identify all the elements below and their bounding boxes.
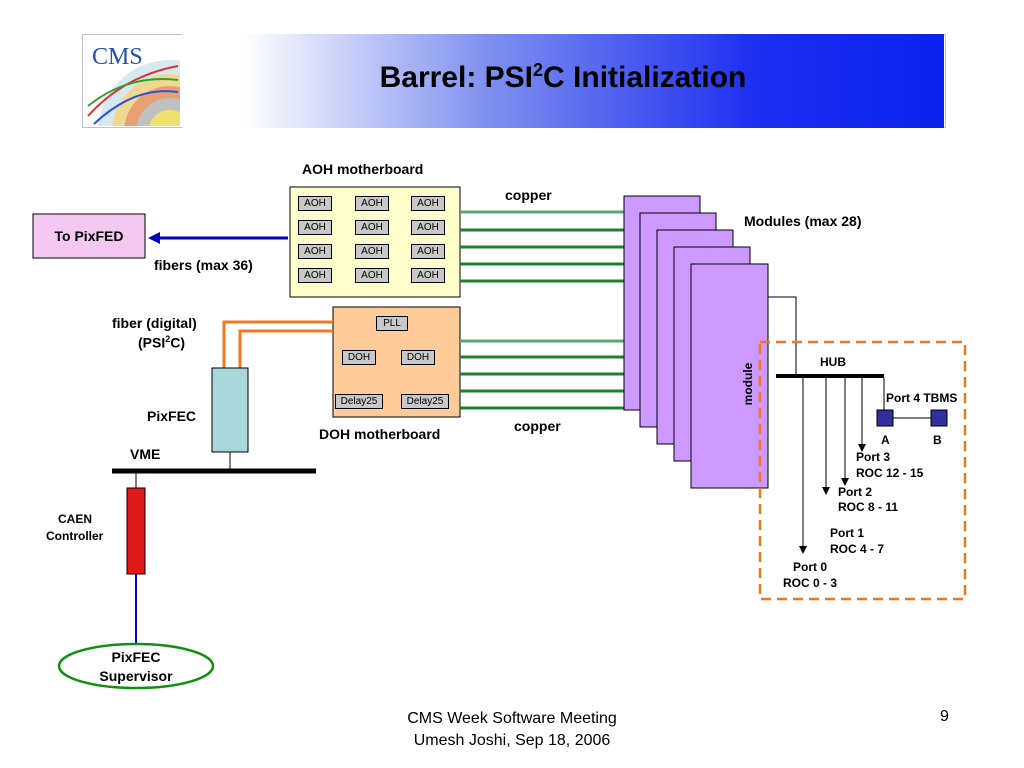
tbm-a xyxy=(876,409,894,427)
delay25-chip: Delay25 xyxy=(401,394,449,409)
port2-roc-label: ROC 8 - 11 xyxy=(838,500,899,514)
doh-chip: DOH xyxy=(401,350,435,365)
aoh-motherboard-label: AOH motherboard xyxy=(302,161,424,177)
title-rest: C Initialization xyxy=(543,61,747,94)
fiber-digital-label: fiber (digital) xyxy=(112,315,197,331)
port-arrowheads xyxy=(799,444,866,554)
title-banner xyxy=(182,34,944,128)
fibers-arrowhead xyxy=(148,232,160,244)
fibers-label: fibers (max 36) xyxy=(154,257,253,273)
supervisor-label-line2: Supervisor xyxy=(99,668,173,684)
aoh-chip: AOH xyxy=(298,244,332,259)
hub-ports xyxy=(802,378,885,546)
tbm-b xyxy=(930,409,948,427)
module-stack xyxy=(623,195,769,489)
aoh-chip: AOH xyxy=(298,196,332,211)
aoh-chip: AOH xyxy=(298,220,332,235)
title-main: Barrel: PSI xyxy=(379,61,534,94)
module-hub-link xyxy=(768,296,797,375)
delay25-chip: Delay25 xyxy=(335,394,383,409)
pixfec-box xyxy=(211,367,249,453)
aoh-chip: AOH xyxy=(355,196,389,211)
psi2c-label-pre: (PSI xyxy=(138,334,166,351)
footer-author-date: Umesh Joshi, Sep 18, 2006 xyxy=(413,732,611,749)
to-pixfed-box xyxy=(32,213,146,259)
port0-label: Port 0 xyxy=(793,560,828,574)
aoh-chip: AOH xyxy=(411,268,445,283)
aoh-chip: AOH xyxy=(355,220,389,235)
title-sup: 2 xyxy=(533,60,544,80)
pll-chip: PLL xyxy=(376,316,408,331)
hub-box xyxy=(758,340,967,601)
port4-label: Port 4 TBMS xyxy=(886,391,958,405)
module-label: module xyxy=(741,362,755,406)
port1-label: Port 1 xyxy=(830,526,865,540)
caen-box xyxy=(126,487,146,575)
caen-label-line2: Controller xyxy=(46,529,104,543)
doh-chip: DOH xyxy=(342,350,376,365)
modules-label: Modules (max 28) xyxy=(744,213,862,229)
pixfec-label: PixFEC xyxy=(147,408,197,424)
hub-label: HUB xyxy=(820,355,846,369)
aoh-chip: AOH xyxy=(355,244,389,259)
aoh-chip: AOH xyxy=(355,268,389,283)
tbm-a-label: A xyxy=(881,433,890,447)
port0-roc-label: ROC 0 - 3 xyxy=(783,576,838,590)
port3-label: Port 3 xyxy=(856,450,891,464)
psi2c-label: (PSI2C) xyxy=(138,334,185,351)
footer-meeting-name: CMS Week Software Meeting xyxy=(407,710,617,727)
aoh-chip: AOH xyxy=(298,268,332,283)
page-number: 9 xyxy=(940,708,949,725)
cms-logo-text: CMS xyxy=(92,44,143,70)
tbm-b-label: B xyxy=(933,433,942,447)
psi2c-label-post: C) xyxy=(170,334,186,351)
caen-label-line1: CAEN xyxy=(58,512,93,526)
port1-roc-label: ROC 4 - 7 xyxy=(830,542,885,556)
copper-label-top: copper xyxy=(505,187,552,203)
aoh-chip: AOH xyxy=(411,244,445,259)
port2-label: Port 2 xyxy=(838,485,873,499)
digital-fibers xyxy=(222,320,333,368)
aoh-copper-lines xyxy=(460,210,691,283)
port3-roc-label: ROC 12 - 15 xyxy=(856,466,924,480)
vme-label: VME xyxy=(130,446,161,462)
supervisor-label-line1: PixFEC xyxy=(111,649,161,665)
psi2c-label-sup: 2 xyxy=(165,334,171,344)
copper-label-bottom: copper xyxy=(514,418,561,434)
supervisor-ellipse xyxy=(57,642,215,690)
footer: CMS Week Software Meeting Umesh Joshi, S… xyxy=(300,708,724,752)
aoh-chip: AOH xyxy=(411,220,445,235)
slide-title: Barrel: PSI2C Initialization xyxy=(182,60,944,95)
doh-motherboard-label: DOH motherboard xyxy=(319,426,441,442)
aoh-chip: AOH xyxy=(411,196,445,211)
to-pixfed-label: To PixFED xyxy=(54,228,124,244)
